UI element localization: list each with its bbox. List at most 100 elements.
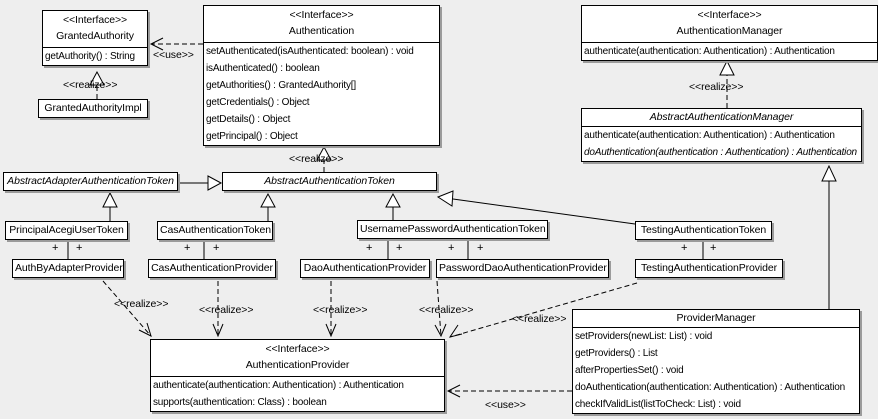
edge-realize-arrowhead	[448, 324, 463, 338]
class-provider-manager[interactable]: ProviderManager setProviders(newList: Li…	[572, 309, 860, 414]
class-username-password-authentication-token[interactable]: UsernamePasswordAuthenticationToken	[357, 220, 548, 239]
class-granted-authority[interactable]: <<Interface>> GrantedAuthority getAuthor…	[42, 10, 148, 66]
method: authenticate(authentication: Authenticat…	[584, 130, 835, 141]
label-plus: +	[76, 242, 83, 254]
label-use-providermanager: <<use>>	[485, 399, 526, 411]
method: getDetails() : Object	[206, 114, 291, 125]
class-cas-authentication-provider[interactable]: CasAuthenticationProvider	[148, 259, 276, 278]
class-password-dao-authentication-provider[interactable]: PasswordDaoAuthenticationProvider	[436, 259, 609, 278]
class-abstract-authentication-manager[interactable]: AbstractAuthenticationManager authentica…	[581, 108, 862, 162]
edge-realize-triangle	[719, 59, 735, 76]
stereotype: <<Interface>>	[289, 9, 354, 21]
label-realize-abstractauthenticationtoken: <<realize>>	[289, 153, 344, 165]
class-testing-authentication-provider[interactable]: TestingAuthenticationProvider	[635, 259, 783, 278]
label-plus: +	[52, 242, 59, 254]
class-header: CasAuthenticationProvider	[149, 260, 275, 277]
method: supports(authentication: Class) : boolea…	[153, 397, 327, 408]
class-name: TestingAuthenticationProvider	[640, 262, 777, 274]
class-name: ProviderManager	[676, 312, 756, 324]
edge-use-arrowhead	[446, 384, 461, 398]
class-granted-authority-impl[interactable]: GrantedAuthorityImpl	[38, 99, 148, 118]
stereotype: <<Interface>>	[62, 14, 128, 26]
class-header: <<Interface>> AuthenticationManager	[582, 6, 877, 42]
label-plus: +	[184, 242, 191, 254]
edge-realize-triangle	[316, 145, 332, 161]
class-name: TestingAuthenticationToken	[640, 224, 767, 236]
label-plus: +	[366, 242, 373, 254]
edge-gen-triangle	[385, 192, 401, 208]
edge-use-arrowhead	[149, 37, 164, 51]
label-realize-authbyadapterprovider: <<realize>>	[114, 298, 169, 310]
edge-realize-arrowhead	[325, 323, 337, 338]
class-header: AbstractAuthenticationToken	[223, 173, 436, 190]
label-realize-testingprovider: <<realize>>	[512, 313, 567, 325]
class-header: TestingAuthenticationToken	[636, 222, 771, 239]
class-authentication[interactable]: <<Interface>> Authentication setAuthenti…	[203, 5, 440, 146]
label-realize-grantedauthorityimpl: <<realize>>	[63, 79, 118, 91]
class-name: AbstractAdapterAuthenticationToken	[7, 175, 174, 187]
class-header: UsernamePasswordAuthenticationToken	[358, 221, 547, 238]
class-header: AbstractAuthenticationManager	[582, 109, 861, 126]
edge-gen-triangle	[102, 191, 118, 208]
method: checkIfValidList(listToCheck: List) : vo…	[575, 399, 741, 410]
class-header: PasswordDaoAuthenticationProvider	[437, 260, 608, 277]
edge-realize-testingprovider	[449, 282, 638, 338]
edge-gen-triangle	[821, 164, 837, 182]
label-plus: +	[710, 242, 717, 254]
class-name: PrincipalAcegiUserToken	[9, 224, 124, 236]
stereotype: <<Interface>>	[697, 9, 762, 21]
label-realize-passworddaoprovider: <<realize>>	[419, 304, 474, 316]
class-name: AbstractAuthenticationToken	[264, 175, 395, 187]
class-header: <<Interface>> GrantedAuthority	[43, 11, 147, 47]
edge-realize-authbyadapterprovider	[102, 280, 152, 337]
class-header: AbstractAdapterAuthenticationToken	[4, 173, 177, 190]
edge-realize-triangle	[89, 70, 105, 86]
stereotype: <<Interface>>	[265, 343, 330, 355]
class-header: <<Interface>> AuthenticationProvider	[151, 340, 444, 376]
class-testing-authentication-token[interactable]: TestingAuthenticationToken	[635, 221, 772, 240]
method: authenticate(authentication: Authenticat…	[153, 380, 404, 391]
class-name: PasswordDaoAuthenticationProvider	[439, 262, 607, 274]
method: getProviders() : List	[575, 348, 658, 359]
method: setProviders(newList: List) : void	[575, 331, 713, 342]
class-abstract-authentication-token[interactable]: AbstractAuthenticationToken	[222, 172, 437, 191]
class-dao-authentication-provider[interactable]: DaoAuthenticationProvider	[300, 259, 430, 278]
class-name: AbstractAuthenticationManager	[649, 111, 794, 123]
edge-gen-testingauthenticationtoken	[452, 198, 636, 225]
label-plus: +	[448, 242, 455, 254]
method: getPrincipal() : Object	[206, 131, 298, 142]
edge-gen-triangle	[260, 192, 276, 208]
class-authentication-provider[interactable]: <<Interface>> AuthenticationProvider aut…	[150, 339, 445, 412]
class-header: <<Interface>> Authentication	[204, 6, 439, 42]
class-name: UsernamePasswordAuthenticationToken	[360, 223, 546, 235]
class-authentication-manager[interactable]: <<Interface>> AuthenticationManager auth…	[581, 5, 878, 61]
method: getAuthority() : String	[45, 51, 135, 62]
class-principal-acegi-user-token[interactable]: PrincipalAcegiUserToken	[5, 221, 128, 240]
class-name: DaoAuthenticationProvider	[303, 262, 427, 274]
class-cas-authentication-token[interactable]: CasAuthenticationToken	[157, 221, 273, 240]
class-name: GrantedAuthorityImpl	[44, 102, 142, 114]
label-realize-daoauthenticationprovider: <<realize>>	[313, 304, 368, 316]
label-plus: +	[477, 242, 484, 254]
method: authenticate(authentication: Authenticat…	[584, 46, 835, 57]
method: setAuthenticated(isAuthenticated: boolea…	[206, 46, 414, 57]
class-members: setProviders(newList: List) : void getPr…	[573, 327, 859, 413]
edge-realize-passworddaoprovider	[436, 280, 442, 337]
label-plus: +	[396, 242, 403, 254]
label-realize-casauthenticationprovider: <<realize>>	[199, 304, 254, 316]
method: isAuthenticated() : boolean	[206, 63, 320, 74]
method: getAuthorities() : GrantedAuthority[]	[206, 80, 356, 91]
edge-realize-arrowhead	[212, 323, 224, 338]
class-header: GrantedAuthorityImpl	[39, 100, 147, 117]
label-use-grantedauthority: <<use>>	[153, 49, 194, 61]
class-name: CasAuthenticationProvider	[151, 262, 273, 274]
label-plus: +	[681, 242, 688, 254]
class-members: authenticate(authentication: Authenticat…	[582, 126, 861, 161]
class-abstract-adapter-authentication-token[interactable]: AbstractAdapterAuthenticationToken	[3, 172, 178, 191]
class-name: AuthenticationProvider	[245, 359, 350, 371]
edge-gen-triangle	[207, 175, 223, 191]
class-header: TestingAuthenticationProvider	[636, 260, 782, 277]
class-auth-by-adapter-provider[interactable]: AuthByAdapterProvider	[12, 259, 124, 278]
